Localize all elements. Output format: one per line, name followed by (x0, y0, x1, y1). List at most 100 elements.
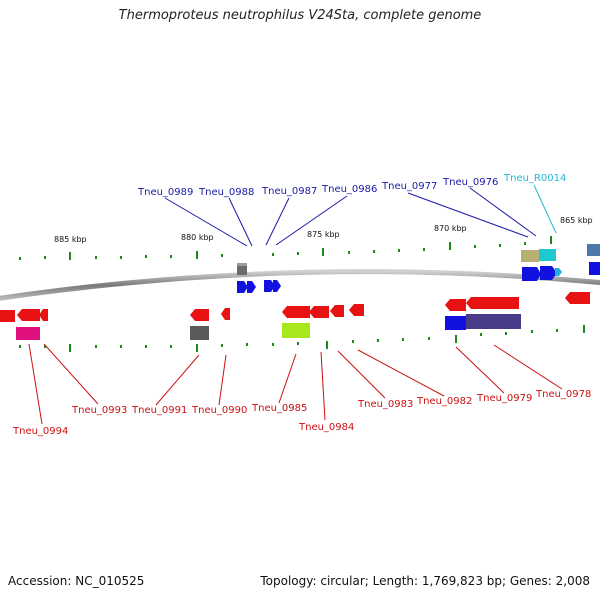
tick-mark (455, 335, 457, 343)
gene-arrow[interactable] (445, 299, 466, 311)
gene-arrow[interactable] (466, 297, 519, 309)
tick-mark (402, 338, 404, 341)
gene-feature[interactable] (190, 326, 209, 340)
tick-mark (170, 345, 172, 348)
gene-arrow[interactable] (349, 304, 364, 316)
leader-line (275, 195, 348, 246)
leader-line (493, 344, 563, 390)
gene-arrow[interactable] (17, 309, 40, 321)
leader-line (320, 351, 326, 421)
tick-mark (373, 250, 375, 253)
tick-mark (221, 254, 223, 257)
tick-mark (474, 245, 476, 248)
leader-line (265, 197, 290, 246)
gene-arrow[interactable] (221, 308, 230, 320)
label-tneu-0994[interactable]: Tneu_0994 (12, 426, 68, 437)
gene-arrow[interactable] (282, 306, 310, 318)
gene-feature[interactable] (16, 327, 40, 340)
tick-mark (297, 252, 299, 255)
gene-arrow[interactable] (330, 305, 344, 317)
gene-feature[interactable] (521, 250, 539, 262)
gene-feature[interactable] (539, 249, 556, 261)
label-tneu-0988[interactable]: Tneu_0988 (198, 187, 254, 198)
gene-feature-highlight (237, 263, 247, 266)
reverse-strand-features (0, 292, 590, 340)
tick-mark (221, 344, 223, 347)
gene-arrow[interactable] (522, 267, 541, 281)
tick-mark (348, 251, 350, 254)
gene-arrow[interactable] (565, 292, 590, 304)
gene-feature[interactable] (589, 262, 600, 275)
genome-backbone (0, 269, 600, 301)
label-tneu-0982[interactable]: Tneu_0982 (416, 396, 472, 407)
leader-line (228, 197, 253, 247)
label-tneu-r0014[interactable]: Tneu_R0014 (503, 173, 566, 184)
gene-feature[interactable] (282, 323, 310, 338)
gene-feature[interactable] (445, 316, 466, 330)
leader-line (43, 343, 99, 405)
gene-arrow[interactable] (540, 266, 557, 280)
scale-label-875: 875 kbp (307, 230, 340, 239)
label-tneu-0978[interactable]: Tneu_0978 (535, 389, 591, 400)
label-tneu-0985[interactable]: Tneu_0985 (251, 403, 307, 414)
gene-arrow[interactable] (309, 306, 329, 318)
label-tneu-0976[interactable]: Tneu_0976 (442, 177, 498, 188)
gene-arrow[interactable] (237, 281, 248, 293)
label-tneu-0977[interactable]: Tneu_0977 (381, 181, 437, 192)
gene-feature[interactable] (237, 263, 247, 275)
leader-line (278, 353, 297, 404)
tick-mark (297, 342, 299, 345)
leader-line (337, 350, 386, 399)
label-tneu-0983[interactable]: Tneu_0983 (357, 399, 413, 410)
gene-arrow[interactable] (247, 281, 256, 293)
label-tneu-0991[interactable]: Tneu_0991 (131, 405, 187, 416)
gene-arrow[interactable] (0, 310, 15, 322)
tick-mark (145, 345, 147, 348)
tick-mark (449, 242, 451, 250)
tick-mark (531, 330, 533, 333)
label-tneu-0989[interactable]: Tneu_0989 (137, 187, 193, 198)
forward-strand-features (237, 244, 600, 293)
scale-label-880: 880 kbp (181, 233, 214, 242)
label-tneu-0986[interactable]: Tneu_0986 (321, 184, 377, 195)
leader-line (455, 346, 505, 394)
bottom-leader-lines (28, 343, 563, 425)
gene-arrow[interactable] (273, 280, 281, 292)
tick-mark (170, 255, 172, 258)
map-title: Thermoproteus neutrophilus V24Sta, compl… (118, 8, 482, 23)
top-leader-lines (164, 187, 537, 247)
tick-mark (44, 256, 46, 259)
tick-mark (272, 343, 274, 346)
gene-feature[interactable] (587, 244, 600, 256)
tick-mark (428, 337, 430, 340)
label-tneu-0990[interactable]: Tneu_0990 (191, 405, 247, 416)
gene-arrow[interactable] (39, 309, 48, 321)
tick-mark (120, 256, 122, 259)
label-tneu-0993[interactable]: Tneu_0993 (71, 405, 127, 416)
leader-line (407, 192, 529, 238)
tick-mark (69, 344, 71, 352)
tick-mark (95, 345, 97, 348)
scale-label-865: 865 kbp (560, 216, 593, 225)
tick-mark (322, 248, 324, 256)
leader-line (357, 349, 445, 397)
label-tneu-0984[interactable]: Tneu_0984 (298, 422, 354, 433)
tick-mark (272, 253, 274, 256)
gene-arrow[interactable] (264, 280, 275, 292)
rna-arrow[interactable] (555, 268, 562, 276)
gene-arrow[interactable] (190, 309, 209, 321)
tick-mark (556, 329, 558, 332)
tick-mark (69, 252, 71, 260)
tick-mark (524, 242, 526, 245)
label-tneu-0987[interactable]: Tneu_0987 (261, 186, 317, 197)
tick-mark (398, 249, 400, 252)
gene-feature[interactable] (466, 314, 521, 329)
label-tneu-0979[interactable]: Tneu_0979 (476, 393, 532, 404)
tick-mark (196, 344, 198, 352)
tick-mark (499, 244, 501, 247)
tick-mark (326, 341, 328, 349)
leader-line (28, 343, 43, 425)
leader-line (155, 354, 200, 406)
leader-line-rna (533, 184, 557, 234)
tick-mark (505, 332, 507, 335)
